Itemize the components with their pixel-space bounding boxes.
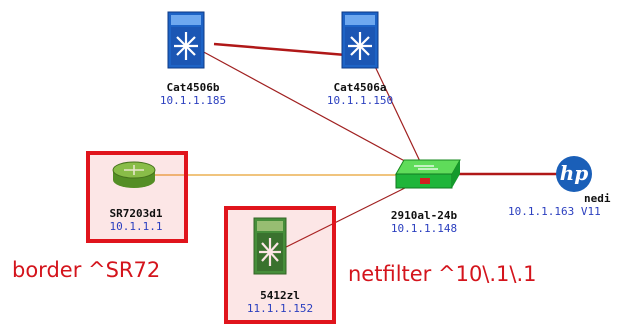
hp2910-name: 2910al-24b (390, 209, 458, 222)
cat4506a-ip: 10.1.1.150 (326, 94, 394, 107)
nedi-name: nedi (584, 192, 611, 205)
nedi-hp-logo-icon[interactable]: hp (556, 156, 592, 192)
cat4506b-switch-icon[interactable] (167, 11, 205, 69)
netfilter-annotation: netfilter ^10\.1\.1 (348, 262, 537, 286)
sr7203d1-ip: 10.1.1.1 (109, 220, 163, 233)
border-filter-annotation: border ^SR72 (12, 258, 161, 282)
sr7203d1-router-icon[interactable] (112, 161, 156, 188)
link-cat4506a-2910[interactable] (371, 59, 426, 173)
hp2910-switch-icon[interactable] (395, 159, 461, 189)
nedi-ip: 10.1.1.163 V11 (508, 205, 601, 218)
link-cat4506b-cat4506a[interactable] (213, 42, 347, 57)
cat4506a-name: Cat4506a (333, 81, 387, 94)
link-cat4506b-2910[interactable] (199, 49, 426, 173)
sr7203d1-highlight-box (86, 151, 188, 243)
sw5412-ip: 11.1.1.152 (246, 302, 314, 315)
cat4506b-name: Cat4506b (166, 81, 220, 94)
hp2910-ip: 10.1.1.148 (390, 222, 458, 235)
sw5412-highlight-box (224, 206, 336, 324)
cat4506b-ip: 10.1.1.185 (159, 94, 227, 107)
sw5412-switch-icon[interactable] (253, 217, 287, 275)
sr7203d1-name: SR7203d1 (109, 207, 163, 220)
link-2910-5412[interactable] (269, 177, 426, 256)
cat4506a-switch-icon[interactable] (341, 11, 379, 69)
svg-text:hp: hp (560, 161, 589, 185)
sw5412-name: 5412zl (260, 289, 300, 302)
